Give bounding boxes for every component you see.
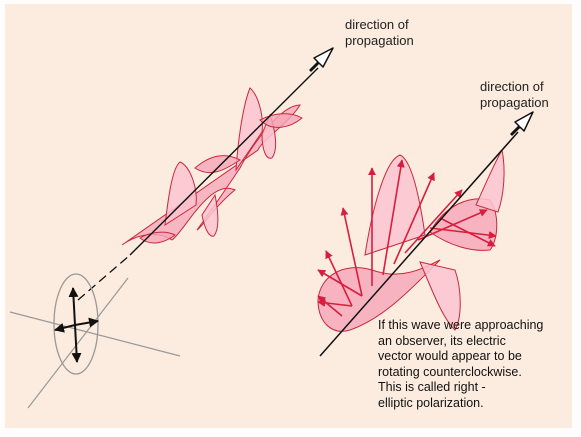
left-propagation-axis-dashed	[77, 254, 131, 301]
observer-arrow-right	[74, 317, 99, 328]
right-propagation-axis	[319, 131, 519, 357]
caption-line-2: an observer, its electric	[378, 333, 506, 348]
e-vector-7	[404, 189, 463, 254]
direction-label-right-line1: direction of	[480, 79, 544, 94]
direction-label-left-line2: propagation	[345, 33, 414, 48]
direction-label-right-line2: propagation	[480, 95, 549, 110]
left-wave-horizontal-band	[194, 155, 241, 173]
observer-view-group	[9, 273, 181, 409]
e-vector-11	[317, 269, 363, 297]
e-vector-2	[325, 250, 353, 307]
direction-label-left: direction of propagation	[345, 17, 414, 49]
observer-arrow-down	[71, 324, 82, 363]
left-direction-arrow-icon	[309, 47, 334, 72]
right-wave-group	[317, 111, 534, 357]
left-wave-vertical-lobe-3	[235, 87, 263, 172]
left-wave-group	[77, 47, 334, 301]
caption-line-1: If this wave were approaching	[378, 318, 544, 332]
caption-line-3: vector would appear to be	[378, 349, 522, 364]
caption-line-6: elliptic polarization.	[378, 395, 484, 410]
caption-line-4: rotating counterclockwise.	[378, 364, 522, 379]
left-wave-vertical-lobe-1	[164, 161, 197, 226]
e-vector-5	[382, 159, 405, 276]
direction-label-right: direction of propagation	[480, 79, 549, 111]
observer-arrow-left	[54, 322, 76, 333]
direction-label-left-line1: direction of	[345, 17, 409, 32]
caption-line-5: This is called right -	[378, 380, 486, 395]
right-direction-arrow-icon	[510, 111, 534, 136]
observer-guide-line-1	[9, 311, 181, 357]
e-vector-3	[340, 207, 363, 297]
e-vector-10	[439, 217, 496, 247]
e-vector-9	[429, 227, 497, 240]
left-propagation-axis	[129, 67, 319, 256]
left-wave-vertical-lobe-2	[201, 193, 219, 237]
right-wave-lower-lobe	[317, 259, 441, 332]
polarization-caption: If this wave were approaching an observe…	[378, 318, 578, 412]
right-wave-top-lobe	[475, 148, 505, 213]
left-wave-horizontal-band-3	[139, 231, 176, 244]
observer-arrow-up	[68, 287, 79, 326]
e-vector-6	[393, 172, 435, 265]
e-vector-12	[317, 298, 353, 307]
right-wave-bottom-lobe	[419, 261, 461, 331]
left-wave-horizontal-band-2	[259, 113, 303, 128]
observer-guide-line-2	[27, 277, 129, 409]
